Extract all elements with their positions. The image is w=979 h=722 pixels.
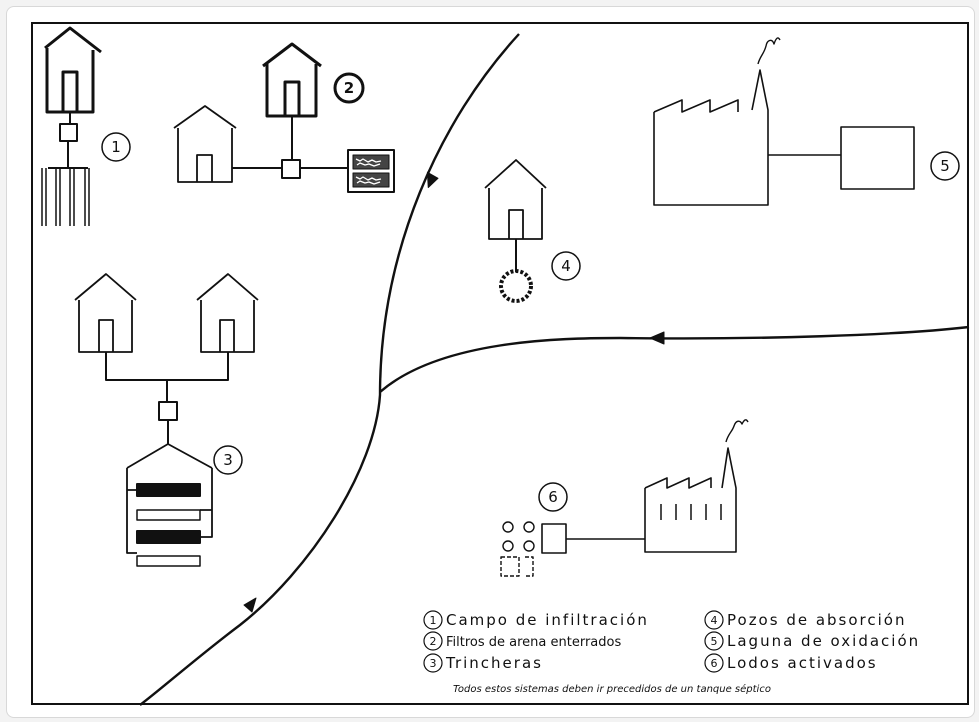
flow-arrow-icon: [243, 597, 257, 613]
marker-2-circle: [333, 72, 365, 104]
legend-num-5: 5: [711, 635, 718, 648]
trench-2: [136, 509, 201, 521]
trench-manifold: [126, 443, 213, 554]
marker-6-label: 6: [548, 488, 558, 506]
marker-3-circle: [213, 445, 243, 475]
diagram-frame: [31, 22, 969, 705]
legend-text-6: Lodos activados: [727, 654, 878, 672]
trench-1: [136, 483, 201, 497]
marker-3-label: 3: [223, 451, 233, 469]
sand-filter-icon: [347, 149, 395, 193]
aeration-tank-icon: [541, 523, 567, 554]
lagoon-icon: [840, 126, 915, 190]
footnote: Todos estos sistemas deben ir precedidos…: [453, 683, 771, 695]
legend-circles: [423, 610, 724, 673]
marker-2-label: 2: [344, 79, 354, 97]
house-icon: [484, 159, 547, 240]
sludge-units-icon: [500, 521, 535, 577]
trench-3: [136, 530, 201, 544]
marker-4-label: 4: [561, 257, 571, 275]
trench-4: [136, 555, 201, 567]
river-main: [139, 33, 520, 706]
factory-icon: [644, 447, 737, 553]
absorption-well-icon: [499, 269, 533, 303]
marker-6-circle: [538, 482, 568, 512]
legend-num-4: 4: [711, 614, 718, 627]
marker-1-label: 1: [111, 138, 121, 156]
system-2-sand-filters: [173, 42, 395, 193]
marker-5-label: 5: [940, 157, 950, 175]
system-3-trenches: [74, 273, 259, 567]
system-4-absorption-well: [484, 159, 581, 303]
drain-pipes-icon: [41, 168, 90, 226]
system-6-activated-sludge: [500, 419, 749, 577]
marker-1-circle: [101, 132, 131, 162]
system-1-infiltration-field: [41, 26, 131, 226]
marker-5-circle: [930, 151, 960, 181]
legend-num-3: 3: [430, 657, 437, 670]
house-icon: [262, 42, 322, 118]
legend-text-3: Trincheras: [445, 654, 543, 672]
flow-arrow-icon: [649, 331, 665, 345]
legend-num-1: 1: [430, 614, 437, 627]
house-icon: [74, 273, 137, 353]
septic-tank-icon: [281, 159, 301, 179]
septic-tank-icon: [158, 401, 178, 421]
factory-icon: [653, 69, 769, 206]
figure-card: [6, 6, 975, 718]
septic-tank-icon: [59, 123, 78, 142]
smoke-icon: [725, 419, 749, 443]
house-icon: [173, 105, 237, 183]
legend-text-1: Campo de infiltración: [446, 611, 649, 629]
flow-arrow-icon: [426, 171, 439, 189]
river-tributary: [379, 325, 970, 393]
house-icon: [196, 273, 259, 353]
legend-num-6: 6: [711, 657, 718, 670]
legend-num-2: 2: [430, 635, 437, 648]
legend-text-5: Laguna de oxidación: [727, 632, 920, 650]
system-5-oxidation-lagoon: [653, 37, 960, 206]
legend-text-4: Pozos de absorción: [727, 611, 906, 629]
marker-4-circle: [551, 251, 581, 281]
legend-text-2: Filtros de arena enterrados: [446, 635, 621, 650]
house-icon: [44, 26, 102, 114]
smoke-icon: [757, 37, 781, 65]
